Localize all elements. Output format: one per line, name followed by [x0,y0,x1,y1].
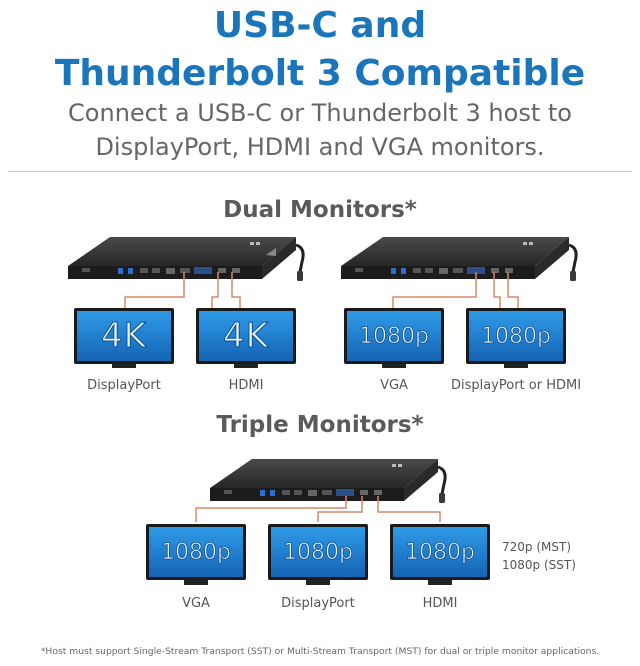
monitor-icon: 1080p [466,308,566,368]
monitor-icon: 1080p [268,524,368,586]
port-label: DisplayPort [281,596,355,611]
screen-text: 4K [223,316,269,357]
screen-text: 1080p [161,539,232,565]
monitor-icon: 1080p [146,524,246,586]
page-title-line1: USB-C and [213,5,427,46]
resolution-note-sst: 1080p (SST) [502,558,576,572]
resolution-note-mst: 720p (MST) [502,540,571,554]
monitor-icon: 1080p [344,308,444,368]
monitor-icon: 4K [74,308,174,368]
screen-text: 1080p [283,539,354,565]
screen-text: 1080p [359,323,430,349]
docking-station-icon [210,459,447,503]
subtitle-line1: Connect a USB-C or Thunderbolt 3 host to [68,99,572,127]
port-label: HDMI [422,596,458,611]
screen-text: 4K [101,316,147,357]
port-label: HDMI [228,378,264,393]
subtitle-line2: DisplayPort, HDMI and VGA monitors. [95,133,545,161]
screen-text: 1080p [405,539,476,565]
dual-monitors-heading: Dual Monitors* [223,197,417,223]
triple-monitors-heading: Triple Monitors* [216,412,424,438]
monitor-icon: 1080p [390,524,490,586]
port-label: VGA [380,378,408,393]
port-label: DisplayPort or HDMI [450,378,582,393]
monitor-icon: 4K [196,308,296,368]
divider [8,171,632,172]
docking-station-icon [341,237,578,281]
port-label: DisplayPort [87,378,161,393]
screen-text: 1080p [481,323,552,349]
port-label: VGA [182,596,210,611]
cable-lines [124,272,519,522]
page-title-line2: Thunderbolt 3 Compatible [54,53,586,94]
docking-station-icon [68,237,305,281]
footnote: *Host must support Single-Stream Transpo… [40,646,600,657]
